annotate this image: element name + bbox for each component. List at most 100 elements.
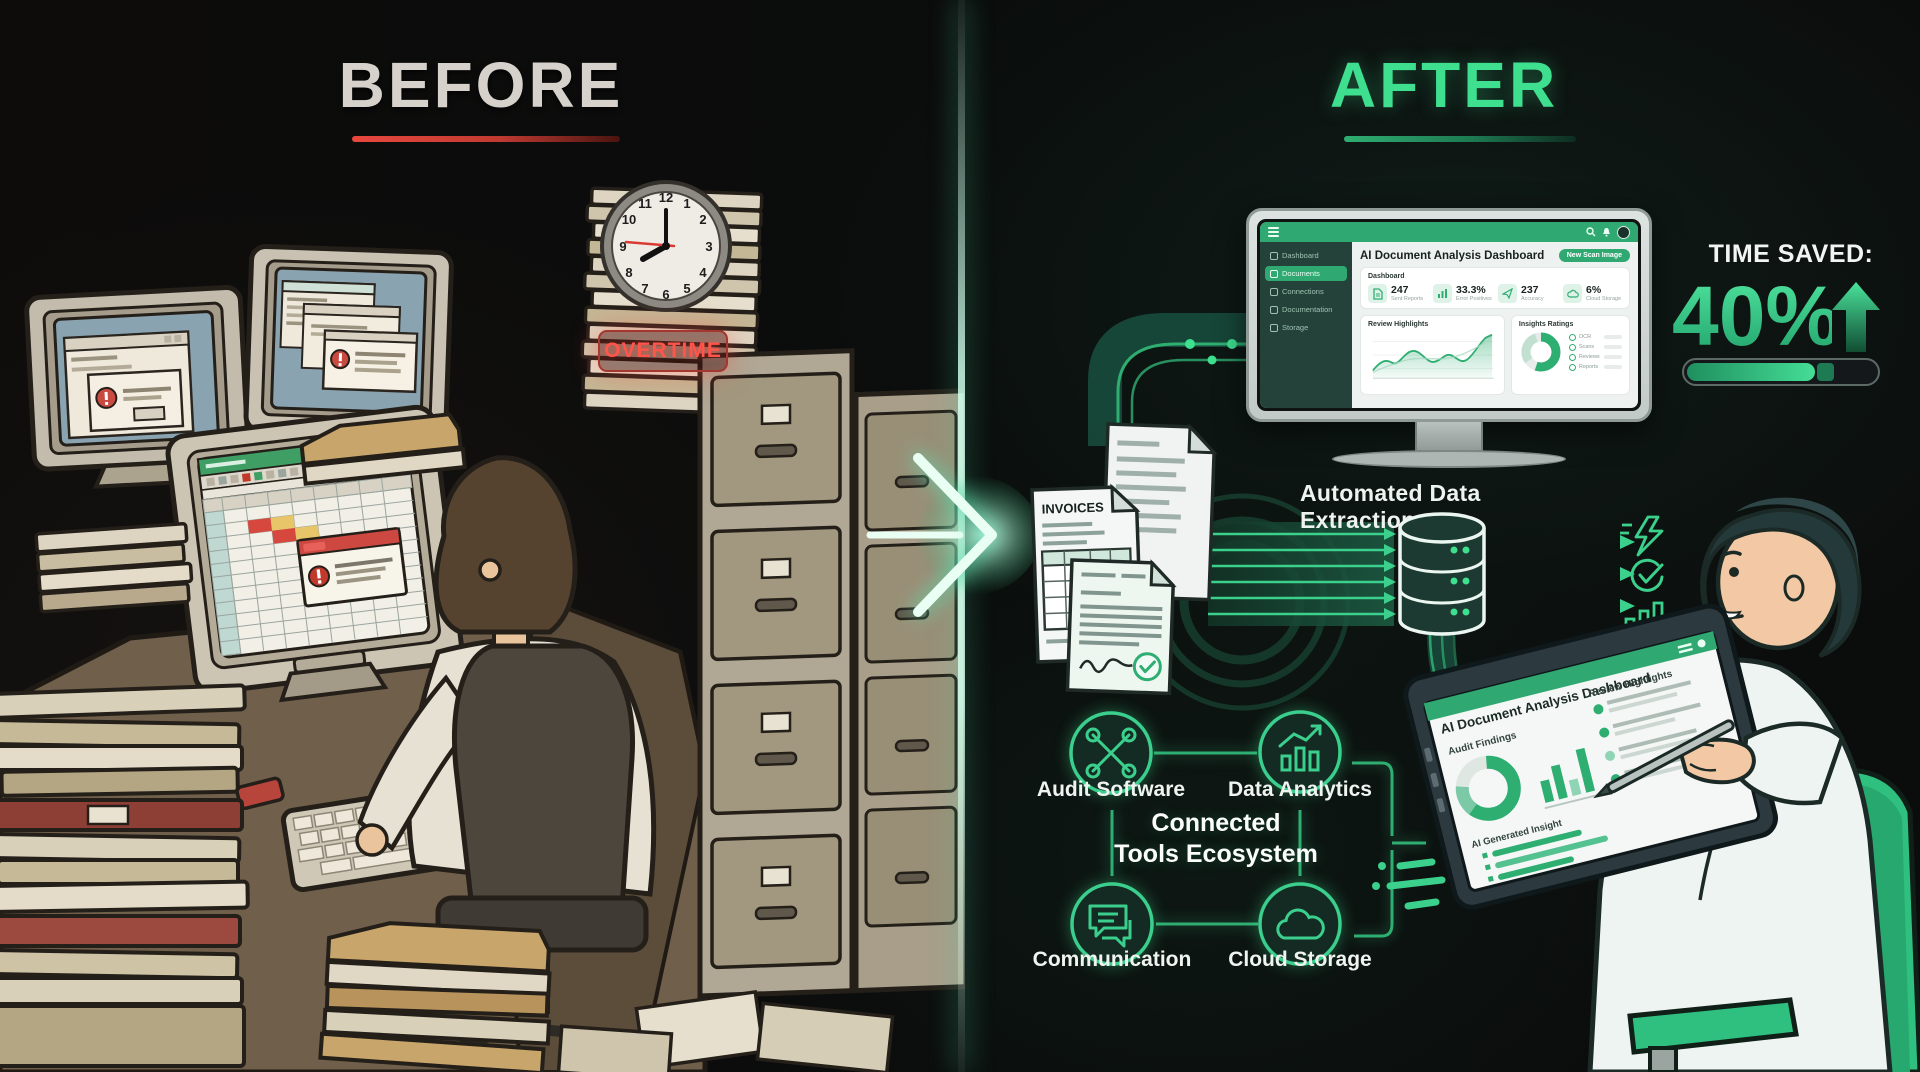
tool-label-communication: Communication — [1032, 948, 1192, 971]
hand-with-stylus — [1593, 719, 1845, 806]
sidebar-item-connections: Connections — [1265, 284, 1347, 299]
before-underline — [352, 136, 620, 142]
person-head — [1700, 497, 1862, 658]
data-flow-pipes — [1088, 313, 1635, 938]
wall-clock: 12 1 2 3 4 5 6 7 8 9 10 11 — [600, 180, 732, 312]
time-saved-value: 40% — [1672, 269, 1841, 363]
legend-dot-icon — [1568, 353, 1576, 361]
paper-stack-desk — [34, 521, 194, 614]
before-title: BEFORE — [338, 49, 624, 121]
clock-number: 1 — [683, 196, 690, 211]
lightning-icon — [1620, 515, 1664, 557]
extraction-label: Automated Data Extraction — [1300, 480, 1481, 533]
clock-number: 12 — [659, 190, 673, 205]
stat-error-positives: 33.3%Error Positives — [1433, 284, 1492, 303]
sidebar-item-documents: Documents — [1265, 266, 1347, 281]
clock-number: 10 — [622, 212, 636, 227]
signature — [1079, 658, 1133, 674]
tablet-donut-chart — [1455, 755, 1521, 821]
spreadsheet-monitor — [165, 404, 464, 703]
gear-icon — [1270, 323, 1278, 332]
clock-number: 7 — [641, 281, 648, 296]
overtime-badge: OVERTIME — [598, 330, 728, 372]
spreadsheet-error-dialog — [296, 527, 408, 608]
tool-label-cloud: Cloud Storage — [1228, 948, 1372, 971]
clock-number: 5 — [683, 281, 690, 296]
paper-stack-left — [0, 683, 250, 1068]
stylus — [1593, 719, 1735, 799]
after-person-scene: AI Document Analysis Dashboard Audit Fin… — [1403, 497, 1920, 1072]
after-underline — [1344, 136, 1576, 142]
monitor-base — [1332, 450, 1566, 468]
crt-monitor-left — [24, 285, 251, 489]
paper-plane-icon — [1498, 284, 1517, 303]
clock-number: 9 — [619, 239, 626, 254]
check-circle-icon — [1630, 558, 1664, 592]
crt-monitor-right — [243, 243, 454, 472]
error-window — [62, 330, 195, 440]
stacked-windows — [279, 280, 419, 394]
legend-item: OCR — [1568, 333, 1622, 341]
tablet-bezel-icons — [1424, 747, 1446, 813]
folder-pile — [318, 921, 552, 1072]
area-chart — [1372, 333, 1494, 379]
legend-item: Scans — [1568, 343, 1622, 351]
progress-cap — [1816, 363, 1834, 381]
link-icon — [1270, 287, 1278, 296]
after-title: AFTER — [1329, 49, 1559, 121]
dashboard-monitor: Dashboard Documents Connections Document… — [1246, 208, 1652, 468]
donut-chart — [1521, 332, 1561, 372]
clock-hands — [624, 208, 676, 262]
progress-fill — [1687, 363, 1815, 381]
before-scene — [0, 186, 965, 1072]
document-icon — [1368, 284, 1387, 303]
clock-number: 4 — [699, 265, 707, 280]
cabinet-drawers — [710, 371, 842, 970]
legend-item: Reports — [1568, 363, 1622, 371]
up-arrow-icon — [1832, 282, 1880, 352]
clock-number: 2 — [699, 212, 706, 227]
folder-stack-top — [299, 412, 467, 486]
donut-legend: OCR Scans Reviews Reports — [1568, 331, 1622, 374]
menu-icon — [1268, 225, 1279, 239]
clock-number: 3 — [705, 239, 712, 254]
audit-software-icon — [1069, 711, 1153, 795]
dashboard-topbar — [1260, 222, 1638, 242]
legend-dot-icon — [1568, 363, 1576, 371]
legend-dot-icon — [1568, 333, 1576, 341]
error-toast — [321, 329, 419, 394]
card-title: Insights Ratings — [1518, 321, 1574, 328]
documents-stack: INVOICES — [1030, 422, 1218, 695]
tablet-insight-bars — [1481, 829, 1608, 882]
tablet-bar-chart — [1540, 747, 1600, 810]
card-title: Review Highlights — [1368, 321, 1429, 328]
sidebar-item-documentation: Documentation — [1265, 302, 1347, 317]
time-saved-progress — [1682, 358, 1880, 386]
chair-armrest — [1627, 997, 1799, 1072]
document-approved — [1065, 558, 1177, 695]
check-circle-icon — [1132, 652, 1162, 682]
insights-ratings-card: Insights Ratings OCR — [1510, 315, 1630, 395]
invoice-title: INVOICES — [1041, 499, 1104, 516]
filing-cabinets — [697, 348, 965, 999]
review-highlights-card: Review Highlights — [1360, 315, 1505, 395]
legend-item: Reviews — [1568, 353, 1622, 361]
document-icon — [1270, 269, 1278, 278]
sidebar-item-storage: Storage — [1265, 320, 1347, 335]
bell-icon — [1603, 228, 1610, 237]
stats-section-label: Dashboard — [1368, 273, 1405, 280]
transition-arrow-icon — [866, 453, 1040, 617]
toolbar-icons — [206, 467, 299, 487]
stat-cloud-storage: 6%Cloud Storage — [1563, 284, 1622, 303]
clock-number: 11 — [638, 196, 652, 211]
communication-icon — [1070, 882, 1154, 966]
sidebar-item-dashboard: Dashboard — [1265, 248, 1347, 263]
clock-number: 6 — [662, 287, 669, 302]
search-icon — [1586, 227, 1596, 237]
dashboard-sidebar: Dashboard Documents Connections Document… — [1260, 242, 1352, 408]
new-scan-button: New Scan Image — [1558, 249, 1630, 262]
